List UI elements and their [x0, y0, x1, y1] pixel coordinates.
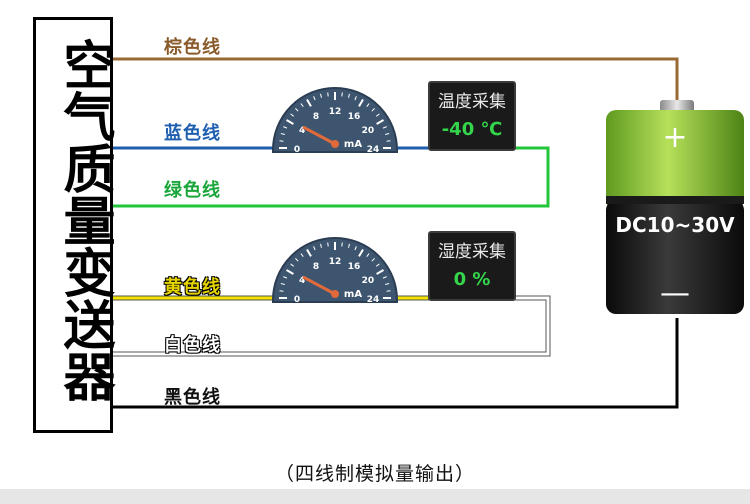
gauge-needle [302, 125, 336, 146]
gauge-tick [341, 242, 343, 247]
gauge-tick [366, 253, 370, 258]
brown-wire-label: 棕色线 [164, 37, 221, 58]
gauge-tick [382, 276, 387, 279]
temperature-display-value: -40 ℃ [441, 119, 503, 140]
gauge-tick [279, 290, 284, 292]
gauge-needle-hub [331, 140, 339, 148]
footer-band [0, 489, 750, 504]
humidity-display-value: 0 % [453, 269, 491, 290]
gauge-tick [285, 269, 294, 275]
gauge-tick [283, 126, 288, 129]
battery [606, 100, 744, 314]
gauge-tick [280, 283, 285, 285]
gauge-tick [366, 103, 370, 108]
gauge-tick [386, 140, 391, 142]
gauge-tick [385, 283, 390, 285]
gauge-face [272, 237, 398, 303]
gauge-tick [386, 290, 391, 292]
diagram-caption: （四线制模拟量输出） [274, 463, 475, 485]
gauge-tick [327, 242, 329, 247]
gauge-tick [382, 126, 387, 129]
gauge-tick-label: 4 [299, 126, 305, 136]
gauge-tick-label: 20 [362, 126, 375, 136]
battery-voltage-label: DC10~30V [615, 213, 735, 237]
temperature-display: 温度采集 -40 ℃ [428, 81, 516, 151]
gauge-tick [385, 133, 390, 135]
gauge-tick [313, 96, 316, 101]
humidity-display-title: 湿度采集 [438, 242, 506, 262]
gauge-tick [358, 248, 364, 257]
gauge-tick [358, 98, 364, 107]
gauge-tick [348, 93, 350, 98]
gauge-tick [306, 98, 312, 107]
gauge-unit-label: mA [344, 139, 362, 150]
gauge-tick-label: 8 [313, 112, 319, 122]
gauge-needle [302, 275, 336, 296]
blue-wire-label: 蓝色线 [164, 123, 221, 144]
gauge-tick [295, 108, 299, 112]
gauge-tick [320, 243, 322, 248]
gauge-tick-label: 16 [348, 262, 361, 272]
gauge-tick [279, 140, 284, 142]
gauge-tick [290, 113, 295, 117]
battery-plus-sign: + [662, 120, 688, 155]
gauge-tick-label: 0 [294, 145, 300, 155]
gauge-tick [327, 92, 329, 97]
gauge-tick [313, 246, 316, 251]
gauge-tick [371, 108, 375, 112]
green-wire-label: 绿色线 [164, 180, 221, 201]
yellow-wire-label: 黄色线 [164, 277, 221, 298]
temperature-display-title: 温度采集 [438, 92, 506, 112]
black-wire [113, 318, 679, 409]
battery-minus-sign: — [660, 276, 690, 311]
brown-wire [113, 57, 679, 106]
gauge-needle-hub [331, 290, 339, 298]
gauge-tick [341, 92, 343, 97]
gauge-unit-label: mA [344, 289, 362, 300]
device-title: 空气质量变送器 [54, 38, 114, 402]
gauge-tick-label: 16 [348, 112, 361, 122]
gauge-tick-label: 24 [367, 295, 380, 305]
gauge-tick-label: 20 [362, 276, 375, 286]
gauge-tick [285, 119, 294, 125]
gauge-tick [376, 269, 385, 275]
transmitter-box: 空气质量变送器 [33, 17, 114, 433]
gauge-tick [348, 243, 350, 248]
gauge-tick-label: 12 [329, 257, 342, 267]
gauge-tick [376, 119, 385, 125]
gauge-tick [354, 246, 357, 251]
gauge-tick [280, 133, 285, 135]
gauge-tick [371, 258, 375, 262]
gauge-tick [320, 93, 322, 98]
gauge-tick [300, 253, 304, 258]
gauge-tick [283, 276, 288, 279]
gauge-tick [375, 113, 380, 117]
gauge-tick [375, 263, 380, 267]
humidity-display: 湿度采集 0 % [428, 231, 516, 301]
gauge-tick-label: 4 [299, 276, 305, 286]
gauge-tick [354, 96, 357, 101]
gauge-tick-label: 0 [294, 295, 300, 305]
gauge-tick [290, 263, 295, 267]
white-wire-label: 白色线 [164, 335, 221, 356]
gauge-tick-label: 24 [367, 145, 380, 155]
gauge-tick [300, 103, 304, 108]
gauge-face [272, 87, 398, 153]
black-wire-label: 黑色线 [164, 387, 221, 408]
gauge-tick-label: 8 [313, 262, 319, 272]
gauge-tick [295, 258, 299, 262]
gauge-tick [306, 248, 312, 257]
gauge-tick-label: 12 [329, 107, 342, 117]
